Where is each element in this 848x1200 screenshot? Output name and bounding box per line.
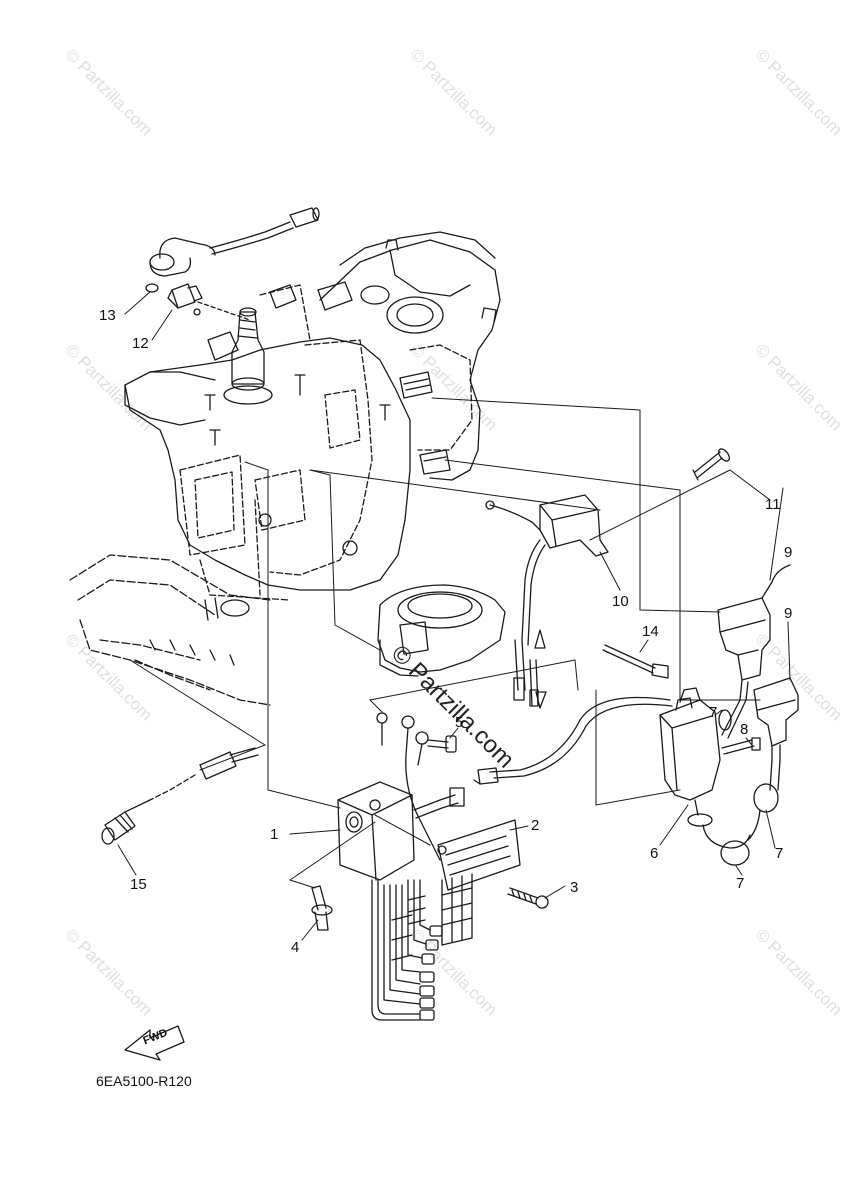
- callout-6: 6: [650, 845, 659, 862]
- screw-11: [692, 448, 730, 481]
- callout-3: 3: [570, 879, 579, 896]
- callout-9a: 9: [784, 544, 793, 561]
- callout-11: 11: [765, 496, 781, 513]
- callout-7c: 7: [736, 875, 745, 892]
- coil-cable: [489, 696, 671, 773]
- cdi-unit-1: [337, 781, 465, 881]
- callout-9b: 9: [784, 605, 793, 622]
- leader-dash: [197, 301, 251, 321]
- callout-13: 13: [99, 307, 116, 324]
- wiring-harness: [371, 879, 443, 1021]
- cable-tie-14: [602, 644, 669, 679]
- leader-lines: [117, 291, 791, 941]
- sensor-15: [101, 747, 259, 845]
- connector: [477, 767, 499, 785]
- screw-8: [721, 737, 761, 755]
- screw-4: [311, 885, 333, 931]
- engine-block: [124, 231, 501, 601]
- callout-10: 10: [612, 593, 629, 610]
- spark-plug-cap-13: [145, 207, 320, 293]
- callout-14: 14: [642, 623, 659, 640]
- plug-cap-9b: [753, 677, 799, 791]
- bolt-5: [427, 735, 457, 753]
- stator-base: [377, 584, 506, 677]
- diagram-code: 6EA5100-R120: [96, 1073, 192, 1089]
- callout-7a: 7: [709, 704, 718, 721]
- wire-leads: [513, 629, 547, 709]
- lower-mount-bracket: [69, 554, 271, 706]
- callout-8: 8: [740, 721, 749, 738]
- screw-3: [507, 887, 549, 909]
- callout-7b: 7: [775, 845, 784, 862]
- connector-block-2: [437, 819, 521, 946]
- callout-5: 5: [455, 714, 464, 731]
- terminals: [376, 712, 441, 861]
- spark-plug-12: [167, 283, 203, 316]
- callout-15: 15: [130, 876, 147, 893]
- ignition-coil-6: [659, 687, 779, 866]
- callout-1: 1: [270, 826, 279, 843]
- callout-4: 4: [291, 939, 300, 956]
- fwd-arrow-icon: [124, 1025, 185, 1061]
- callout-2: 2: [531, 817, 540, 834]
- bracket-10: [485, 494, 609, 646]
- coil-cable: [493, 703, 673, 779]
- callout-12: 12: [132, 335, 149, 352]
